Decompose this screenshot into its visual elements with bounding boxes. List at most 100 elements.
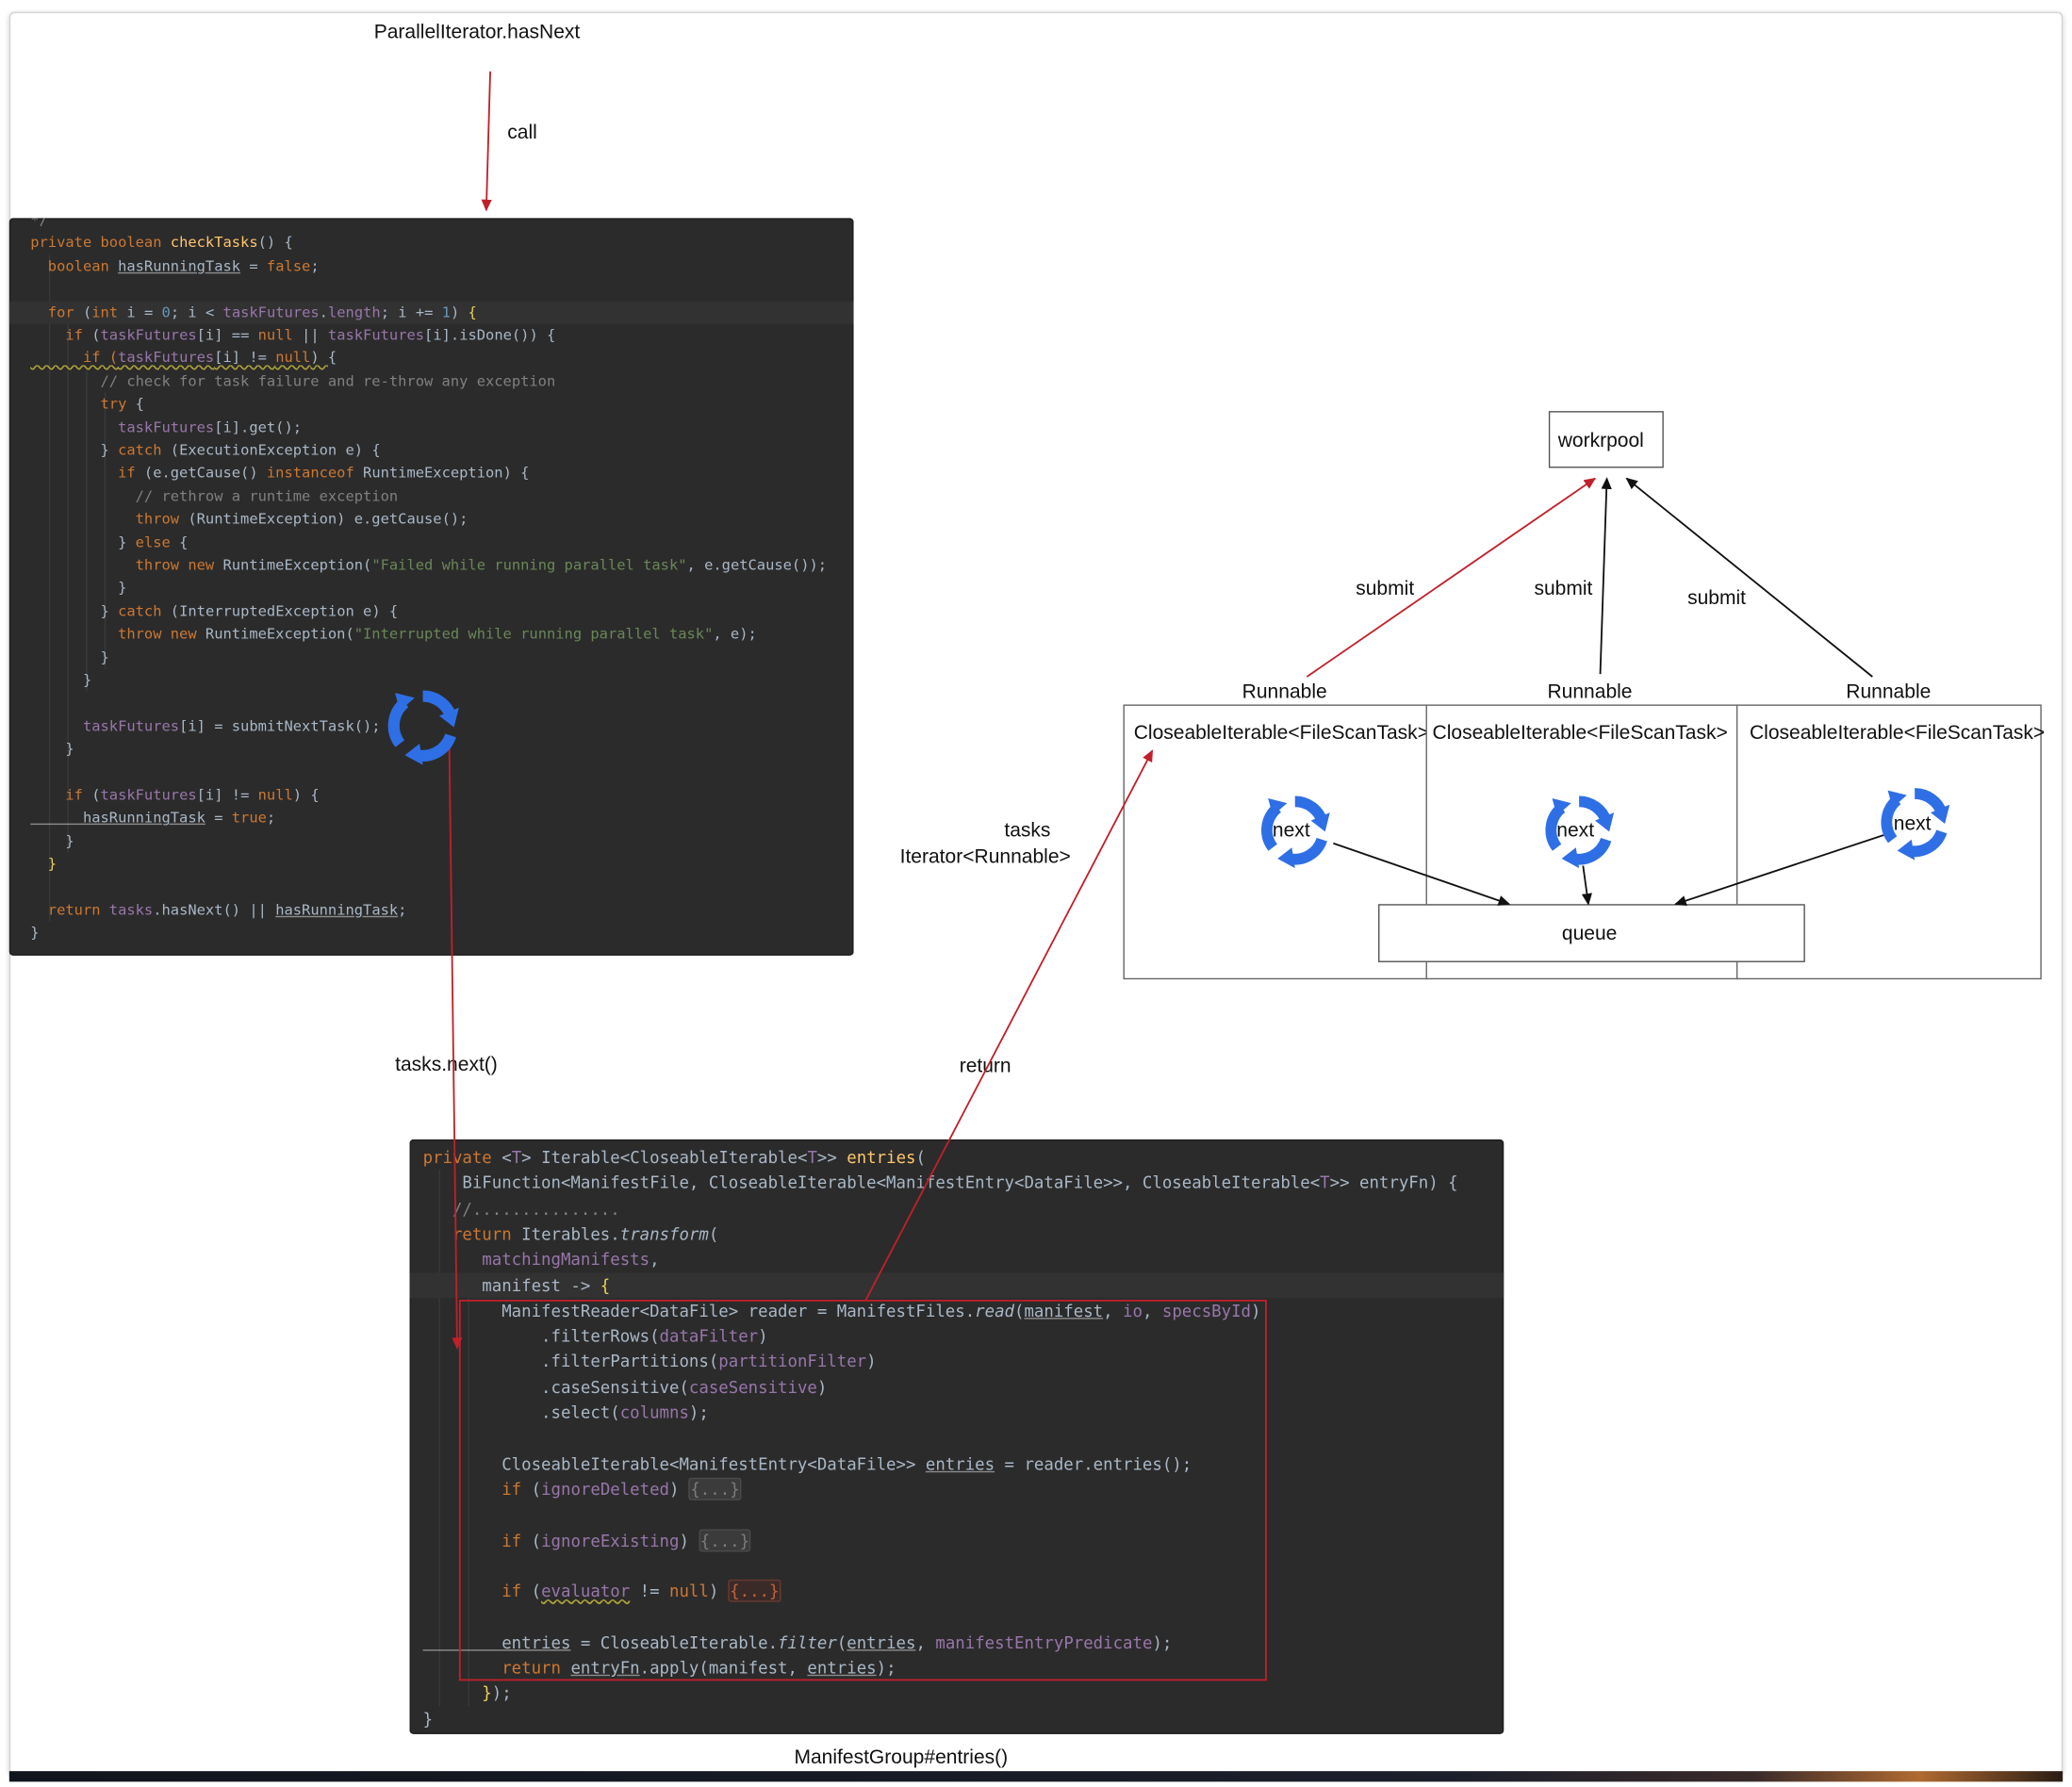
code-token: ,	[787, 1657, 808, 1678]
code-line-text: return Iterables.transform(	[423, 1221, 718, 1247]
code-token: <	[502, 1147, 512, 1168]
code-line-text: }	[30, 738, 74, 761]
iterable-column-1: CloseableIterable<FileScanTask>	[1134, 720, 1426, 746]
code-token: hasRunningTask	[118, 257, 241, 275]
code-token: "Interrupted while running parallel task…	[354, 625, 714, 643]
code-token: (	[836, 1631, 847, 1652]
code-token: [i].isDone()) {	[424, 326, 556, 344]
code-token: ;	[398, 901, 407, 919]
code-line-text: } else {	[30, 531, 188, 553]
code-token: (	[91, 786, 101, 804]
code-token: (	[531, 1581, 542, 1601]
code-line-text: }	[30, 853, 57, 876]
code-line: return tasks.hasNext() || hasRunningTask…	[9, 899, 854, 922]
code-token: entries	[925, 1453, 995, 1474]
code-token: taskFutures	[30, 418, 215, 436]
code-token: ; i <	[170, 303, 223, 321]
code-token: ;	[310, 257, 320, 275]
code-token: [i].get();	[214, 418, 303, 436]
code-line: if (evaluator != null) {...}	[410, 1579, 1505, 1604]
code-token: ,	[650, 1249, 660, 1270]
code-token: (InterruptedException e) {	[170, 602, 399, 620]
code-line: });	[410, 1680, 1505, 1706]
indent-guide	[438, 1170, 440, 1706]
code-token: {	[327, 349, 337, 368]
code-token: [i] !=	[196, 786, 258, 804]
code-line-text: // rethrow a runtime exception	[30, 484, 399, 507]
code-token: taskFutures	[222, 303, 320, 321]
code-token: )	[310, 349, 328, 368]
desktop-edge-strip	[8, 1771, 2064, 1782]
code-token: manifest ->	[422, 1274, 600, 1295]
code-token: RuntimeException(	[222, 556, 372, 574]
code-line: // rethrow a runtime exception	[9, 484, 854, 507]
code-token: )	[450, 303, 469, 321]
code-line: if (taskFutures[i] != null) {	[9, 784, 854, 807]
submit-label-3: submit	[1687, 586, 1747, 610]
code-line: for (int i = 0; i < taskFutures.length; …	[8, 301, 854, 324]
return-label: return	[959, 1055, 1011, 1077]
code-line-text: taskFutures[i] = submitNextTask();	[30, 714, 381, 737]
code-token: Iterables.	[521, 1223, 620, 1244]
code-token: {	[135, 395, 144, 413]
code-token: )	[1251, 1300, 1261, 1320]
code-line-text: if (ignoreExisting) {...}	[423, 1527, 751, 1552]
code-token: (	[82, 303, 92, 321]
code-token: )	[816, 1376, 828, 1397]
code-line-text: return entryFn.apply(manifest, entries);	[423, 1655, 896, 1680]
code-token: (	[1013, 1300, 1025, 1320]
code-token: else	[135, 533, 180, 551]
code-token: [i] ==	[196, 326, 258, 344]
code-line: } catch (InterruptedException e) {	[9, 599, 854, 622]
code-token: matchingManifests	[422, 1249, 650, 1270]
next-label-1: next	[1272, 819, 1310, 843]
code-token: "Failed while running parallel task"	[371, 556, 687, 574]
code-token: catch	[118, 602, 171, 620]
code-token: .filterRows(	[422, 1325, 660, 1346]
code-token: taskFutures	[30, 717, 180, 735]
code-token: if	[422, 1530, 532, 1550]
code-token: //...............	[422, 1198, 620, 1219]
code-token: );	[491, 1682, 512, 1703]
code-token: .select(	[422, 1402, 620, 1422]
code-token: {...}	[728, 1579, 781, 1602]
code-token: caseSensitive	[688, 1376, 817, 1397]
code-line: }	[9, 646, 854, 668]
code-token: dataFilter	[659, 1325, 759, 1346]
code-line-text: CloseableIterable<ManifestEntry<DataFile…	[423, 1451, 1192, 1476]
code-token: taskFutures	[118, 349, 215, 368]
iterable-label-1: CloseableIterable<FileScanTask>	[1133, 721, 1426, 745]
code-line: .filterRows(dataFilter)	[410, 1323, 1505, 1349]
code-token: (ExecutionException e) {	[170, 441, 381, 459]
code-line: matchingManifests,	[410, 1247, 1505, 1272]
code-token: }	[422, 1708, 434, 1729]
code-token: =	[240, 257, 267, 275]
code-token: (e.getCause()	[143, 464, 267, 483]
code-token: }	[30, 671, 92, 689]
code-token: );	[1152, 1631, 1173, 1652]
indent-guide	[104, 392, 107, 669]
code-line: throw new RuntimeException("Interrupted …	[9, 623, 854, 646]
code-line: } else {	[9, 531, 854, 553]
code-line: return Iterables.transform(	[410, 1221, 1505, 1247]
code-token: (	[531, 1479, 542, 1500]
code-token: 0	[161, 303, 171, 321]
parallel-iterator-label: ParallelIterator.hasNext	[373, 21, 581, 44]
code-token: ManifestReader<DataFile> reader = Manife…	[422, 1300, 976, 1320]
code-line: .caseSensitive(caseSensitive)	[410, 1374, 1505, 1400]
code-token: ;	[266, 809, 276, 828]
code-line-text: try {	[30, 393, 144, 416]
code-token: private boolean	[30, 234, 171, 252]
code-line: */	[9, 218, 854, 232]
code-line-text: ManifestReader<DataFile> reader = Manife…	[423, 1298, 1261, 1323]
next-to-queue-arrow-2	[1581, 865, 1592, 906]
code-token: null	[275, 349, 311, 368]
code-line: if (ignoreDeleted) {...}	[410, 1476, 1505, 1501]
submit-arrow-3	[1625, 477, 1873, 678]
next-to-queue-arrow-1	[1333, 842, 1511, 906]
code-token: (RuntimeException) e.getCause();	[188, 510, 469, 528]
code-token: }	[30, 855, 58, 873]
runnable-label-3: Runnable	[1846, 680, 1932, 704]
code-line-text: taskFutures[i].get();	[30, 416, 302, 438]
return-arrow	[864, 749, 1154, 1302]
